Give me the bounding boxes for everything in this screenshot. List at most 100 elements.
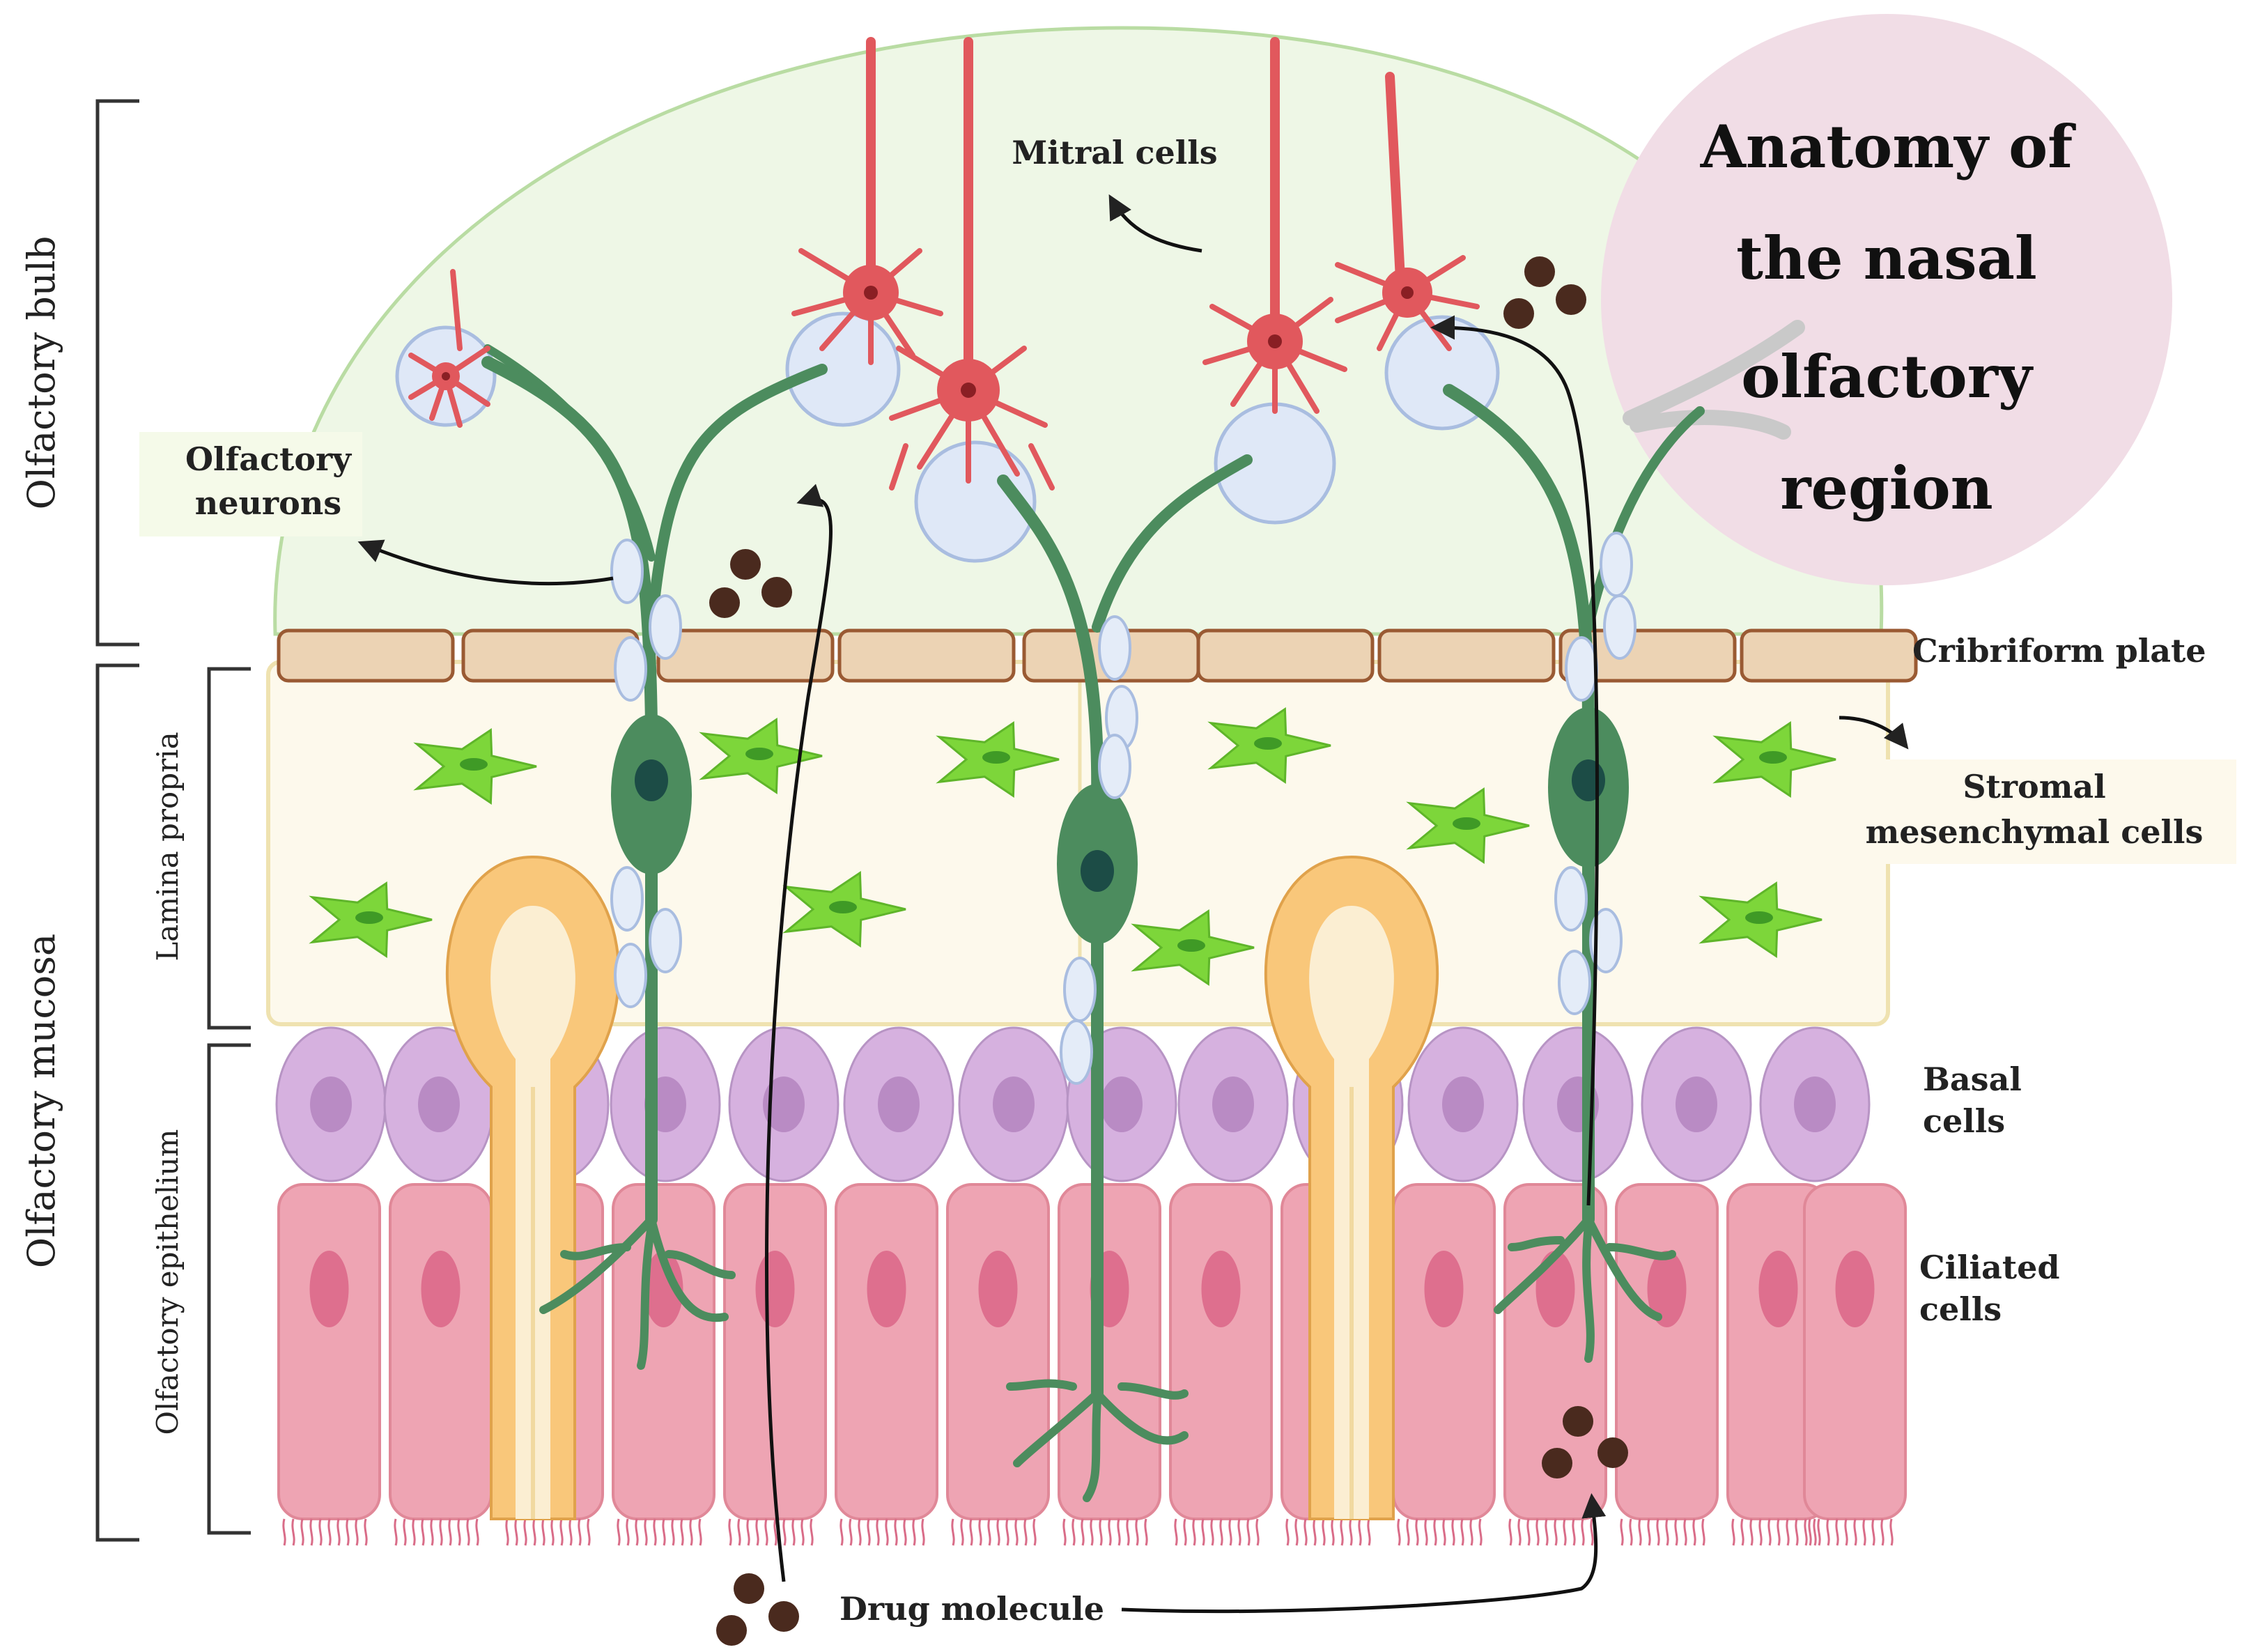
stromal-nucleus	[745, 748, 773, 760]
olfactory-mucosa-label: Olfactory mucosa	[20, 934, 63, 1268]
gland-right	[1264, 855, 1439, 1520]
ciliated-cell	[389, 1183, 493, 1520]
cilia	[1174, 1518, 1260, 1546]
cilia	[1620, 1518, 1705, 1546]
title-line-4: region	[1780, 454, 1992, 523]
basal-nucleus	[310, 1076, 352, 1132]
glomeruli	[395, 311, 1500, 563]
ciliated-nucleus	[1835, 1251, 1875, 1327]
ciliated-nucleus	[1201, 1251, 1241, 1327]
stromal-cells-layer	[309, 707, 1836, 987]
ciliated-cell	[946, 1183, 1050, 1520]
basal-cells-label-1: Basal	[1923, 1060, 2022, 1098]
basal-nucleus	[418, 1076, 460, 1132]
cilia	[1062, 1518, 1148, 1546]
ciliated-cell	[612, 1183, 715, 1520]
cilia	[839, 1518, 925, 1546]
cribriform-segment	[1377, 628, 1556, 683]
stromal-nucleus	[355, 911, 383, 924]
title-line-3: olfactory	[1741, 342, 2034, 411]
ciliated-cell	[723, 1183, 827, 1520]
cribriform-plate-label: Cribriform plate	[1912, 632, 2206, 670]
basal-nucleus	[1212, 1076, 1254, 1132]
ciliated-nucleus	[755, 1251, 795, 1327]
stromal-label-box	[1874, 759, 2236, 864]
olfactory-epithelium-label: Olfactory epithelium	[150, 1129, 185, 1435]
bracket-lamina-propria	[207, 667, 251, 1030]
cilia	[505, 1518, 591, 1546]
ciliated-cells-label-1: Ciliated	[1919, 1249, 2060, 1286]
stromal-label-1: Stromal	[1963, 768, 2105, 805]
cribriform-segment	[461, 628, 640, 683]
basal-nucleus	[763, 1076, 805, 1132]
ciliated-nucleus	[309, 1251, 349, 1327]
ciliated-nucleus	[867, 1251, 906, 1327]
mitral-cells	[408, 37, 1480, 491]
basal-cells-label-2: cells	[1923, 1102, 2005, 1140]
stromal-nucleus	[460, 758, 488, 771]
cilia	[282, 1518, 368, 1546]
stromal-nucleus	[1453, 817, 1480, 830]
bracket-olfactory-mucosa	[95, 663, 139, 1542]
cilia	[1808, 1518, 1894, 1546]
olfactory-neurons-label-2: neurons	[195, 484, 341, 522]
basal-nucleus	[1676, 1076, 1717, 1132]
cribriform-segment	[1558, 628, 1737, 683]
cribriform-segment	[1740, 628, 1918, 683]
bracket-olfactory-bulb	[95, 99, 139, 647]
title-line-1: Anatomy of	[1700, 112, 2076, 181]
bracket-olfactory-epithelium	[207, 1043, 251, 1535]
title-line-2: the nasal	[1736, 224, 2037, 293]
ciliated-nucleus	[1424, 1251, 1464, 1327]
basal-nucleus	[878, 1076, 920, 1132]
stromal-nucleus	[1254, 737, 1282, 750]
cilia	[394, 1518, 479, 1546]
cilia	[617, 1518, 702, 1546]
mitral-cells-label: Mitral cells	[1012, 134, 1217, 171]
cilia	[1731, 1518, 1817, 1546]
ciliated-nucleus	[1647, 1251, 1687, 1327]
olfactory-bulb-label: Olfactory bulb	[20, 236, 63, 510]
ciliated-nucleus	[1758, 1251, 1798, 1327]
cribriform-plate-layer	[277, 628, 1918, 683]
cilia	[1508, 1518, 1594, 1546]
ciliated-cells-label-2: cells	[1919, 1290, 2002, 1328]
drug-molecule-label: Drug molecule	[839, 1590, 1104, 1628]
stromal-label-2: mesenchymal cells	[1866, 813, 2204, 851]
stromal-nucleus	[1759, 751, 1787, 764]
cilia	[728, 1518, 814, 1546]
basal-nucleus	[993, 1076, 1035, 1132]
basal-nucleus	[1794, 1076, 1836, 1132]
stromal-nucleus	[1745, 911, 1773, 924]
cribriform-segment	[1196, 628, 1375, 683]
ciliated-nucleus	[644, 1251, 683, 1327]
stromal-nucleus	[1177, 939, 1205, 952]
stromal-nucleus	[829, 901, 857, 913]
mitral-somas	[432, 265, 1432, 422]
ciliated-cell	[277, 1183, 381, 1520]
cribriform-segment	[656, 628, 835, 683]
cilia	[951, 1518, 1037, 1546]
olfactory-neurons-label-1: Olfactory	[185, 440, 352, 478]
cribriform-segment	[837, 628, 1016, 683]
lamina-propria-label: Lamina propria	[150, 732, 185, 961]
ciliated-cell	[1615, 1183, 1719, 1520]
cilia	[1285, 1518, 1371, 1546]
ciliated-cell	[1803, 1183, 1907, 1520]
olfactory-neurons-label-box	[139, 432, 362, 536]
arrow-icon	[357, 194, 1909, 1614]
basal-nucleus	[1101, 1076, 1143, 1132]
ciliated-nucleus	[1535, 1251, 1575, 1327]
ciliated-cell	[1058, 1183, 1161, 1520]
title-circle	[1601, 14, 2172, 585]
cilia	[1397, 1518, 1483, 1546]
ciliated-cell	[1392, 1183, 1496, 1520]
stromal-nucleus	[982, 751, 1010, 764]
ciliated-cell	[1169, 1183, 1273, 1520]
drug-molecule-icon	[709, 256, 1628, 1646]
gland-left	[445, 855, 621, 1520]
cribriform-segment	[277, 628, 455, 683]
ciliated-nucleus	[978, 1251, 1018, 1327]
ensheathing-cells	[610, 532, 1636, 1085]
